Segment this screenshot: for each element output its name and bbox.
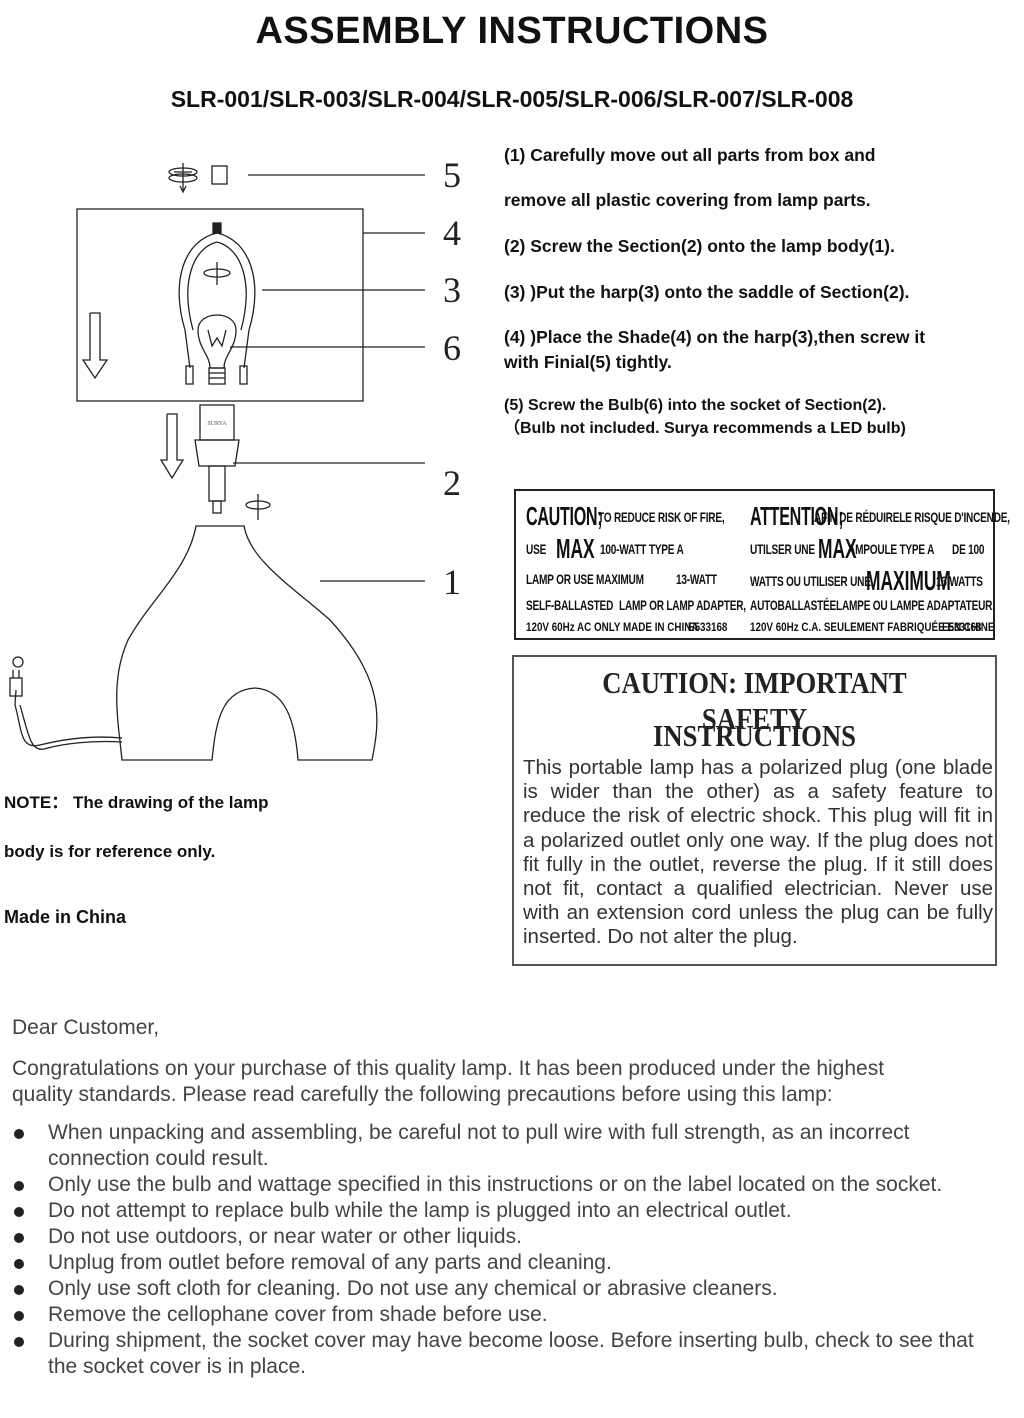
step-3: (3) )Put the harp(3) onto the saddle of … (504, 282, 910, 302)
safety-instructions-box: CAUTION: IMPORTANT SAFETY INSTRUCTIONS T… (512, 655, 997, 966)
arrow-down-icon (81, 312, 109, 380)
made-in-label: Made in China (4, 907, 127, 927)
list-item: Only use soft cloth for cleaning. Do not… (12, 1276, 992, 1302)
shade-outline (76, 208, 364, 402)
fr-ampoule: AMPOULE TYPE A (848, 541, 935, 557)
list-item: Remove the cellophane cover from shade b… (12, 1302, 992, 1328)
customer-greeting: Dear Customer, (12, 1016, 160, 1039)
note-line-1: NOTE： The drawing of the lamp (4, 793, 269, 812)
bullet-icon (14, 1311, 24, 1321)
fr-watts: WATTS OU UTILISER UNE (750, 573, 871, 589)
en-lamp: LAMP OR USE MAXIMUM (526, 571, 644, 587)
step-5-line-1: (5) Screw the Bulb(6) into the socket of… (504, 397, 887, 414)
step-2: (2) Screw the Section(2) onto the lamp b… (504, 236, 895, 256)
fr-lampe: LAMPE OU LAMPE ADAPTATEUR. (836, 597, 995, 613)
en-max: MAX (556, 533, 595, 564)
fr-13w: 13 WATTS (936, 573, 983, 589)
plug-cord-icon (9, 656, 123, 750)
bulb-icon (197, 314, 237, 385)
svg-text:SURYA: SURYA (207, 421, 227, 427)
list-item: Do not attempt to replace bulb while the… (12, 1198, 992, 1224)
en-code: E533168 (688, 620, 728, 634)
en-120: 120V 60Hz AC ONLY MADE IN CHINA (526, 620, 699, 634)
fr-de100: DE 100 (952, 541, 985, 557)
step-4-line-2: with Finial(5) tightly. (504, 352, 672, 372)
step-1-line-2: remove all plastic covering from lamp pa… (504, 190, 871, 210)
safety-body-text: This portable lamp has a polarized plug … (523, 756, 993, 949)
fr-auto: AUTOBALLASTÉE (750, 597, 837, 613)
step-4-line-1: (4) )Place the Shade(4) on the harp(3),t… (504, 327, 926, 347)
step-1-line-1: (1) Carefully move out all parts from bo… (504, 145, 876, 165)
step-5-line-2: （Bulb not included. Surya recommends a L… (504, 420, 906, 437)
fr-attention: ATTENTION; (750, 501, 844, 531)
fr-afin: AFIN DE RÉDUIRELE RISQUE D'INCENDE, (814, 509, 1010, 525)
fr-code: E533168 (942, 620, 982, 634)
fr-max: MAX (818, 533, 857, 564)
precautions-list: When unpacking and assembling, be carefu… (12, 1120, 992, 1380)
fr-utiliser: UTILSER UNE (750, 541, 815, 557)
en-use: USE (526, 541, 547, 557)
customer-intro: Congratulations on your purchase of this… (12, 1057, 885, 1106)
lamp-body-outline (116, 525, 378, 761)
caution-label: CAUTION; TO REDUCE RISK OF FIRE, USE MAX… (514, 489, 1010, 640)
bullet-icon (14, 1207, 24, 1217)
callout-4: 4 (443, 213, 461, 253)
arrow-down-icon (159, 413, 185, 480)
list-item: During shipment, the socket cover may ha… (12, 1328, 992, 1380)
document-title: ASSEMBLY INSTRUCTIONS (255, 10, 769, 52)
bullet-icon (14, 1233, 24, 1243)
lamp-assembly-diagram: SURYA 5 4 3 6 2 1 (9, 155, 461, 761)
bullet-icon (14, 1285, 24, 1295)
model-numbers: SLR-001/SLR-003/SLR-004/SLR-005/SLR-006/… (170, 86, 854, 112)
bullet-icon (14, 1259, 24, 1269)
finial-part-icon (211, 165, 228, 185)
bullet-icon (14, 1129, 24, 1139)
harp-icon (178, 222, 256, 385)
safety-title-line-1: CAUTION: IMPORTANT SAFETY (602, 665, 907, 736)
socket-section-icon: SURYA (194, 404, 271, 520)
en-caution: CAUTION; (526, 501, 603, 531)
safety-title-line-2: INSTRUCTIONS (653, 718, 856, 753)
note-line-2: body is for reference only. (4, 842, 216, 861)
callout-2: 2 (443, 463, 461, 503)
bullet-icon (14, 1181, 24, 1191)
list-item: Unplug from outlet before removal of any… (12, 1250, 992, 1276)
finial-icon (168, 163, 198, 194)
callout-6: 6 (443, 328, 461, 368)
en-self: SELF-BALLASTED (526, 597, 614, 613)
fr-maximum: MAXIMUM (866, 565, 951, 596)
list-item: Only use the bulb and wattage specified … (12, 1172, 992, 1198)
en-reduce: TO REDUCE RISK OF FIRE, (598, 509, 725, 525)
en-13: 13-WATT (676, 571, 717, 587)
list-item: When unpacking and assembling, be carefu… (12, 1120, 992, 1172)
en-adapter: LAMP OR LAMP ADAPTER, (619, 597, 746, 613)
callout-5: 5 (443, 155, 461, 195)
callout-1: 1 (443, 562, 461, 602)
list-item: Do not use outdoors, or near water or ot… (12, 1224, 992, 1250)
callout-3: 3 (443, 270, 461, 310)
bullet-icon (14, 1337, 24, 1347)
fr-120: 120V 60Hz C.A. SEULEMENT FABRIQUÉE EN CH… (750, 620, 995, 634)
en-watt: 100-WATT TYPE A (600, 541, 684, 557)
